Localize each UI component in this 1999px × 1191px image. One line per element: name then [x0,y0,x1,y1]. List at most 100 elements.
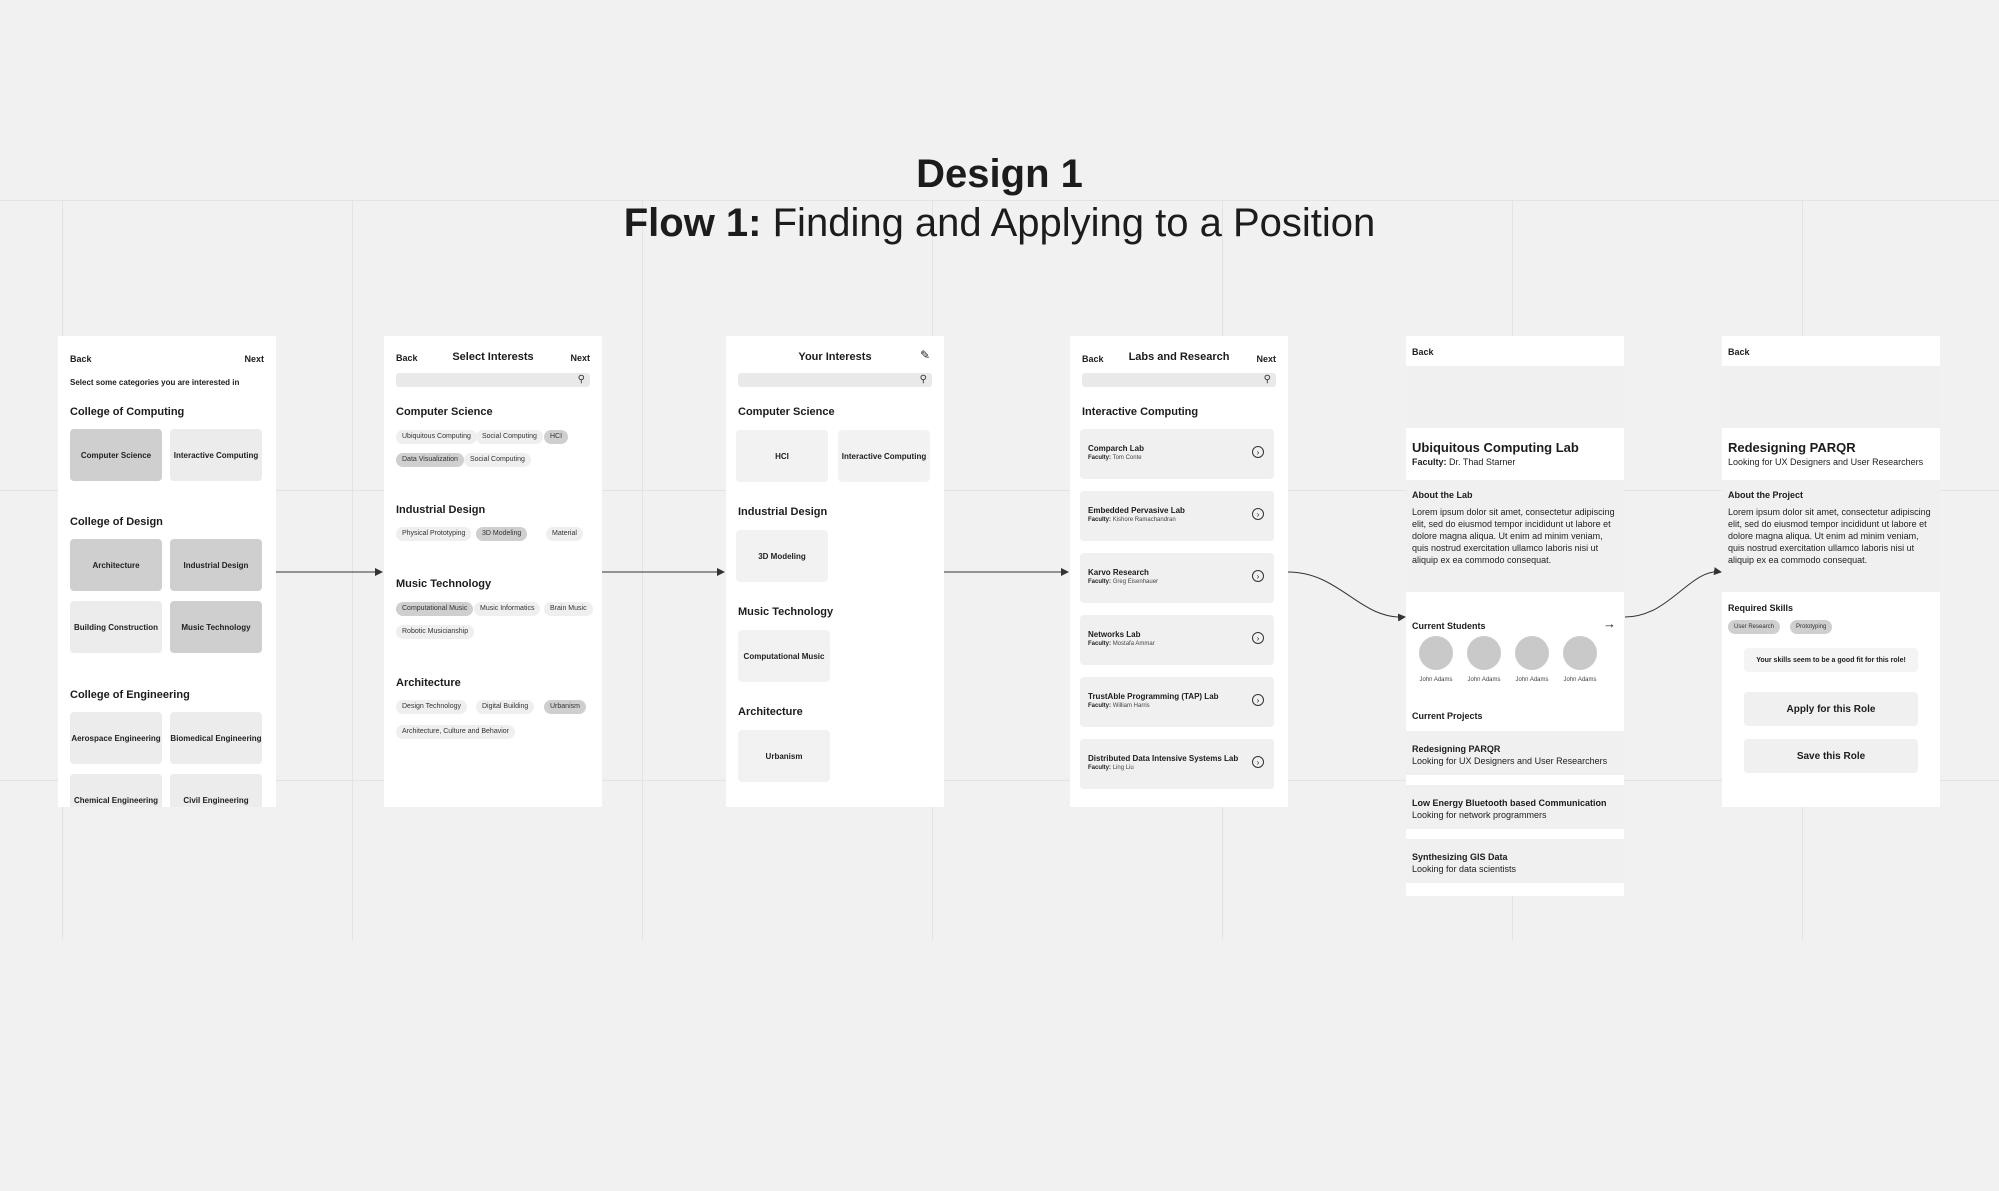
screen-project-detail: Back Redesigning PARQR Looking for UX De… [1722,336,1940,807]
category-card[interactable]: Civil Engineering [170,774,262,807]
interest-card[interactable]: Computational Music [738,630,830,682]
interest-card[interactable]: Interactive Computing [838,430,930,482]
interest-card[interactable]: 3D Modeling [736,530,828,582]
category-card[interactable]: Architecture [70,539,162,591]
interest-chip[interactable]: Brain Music [544,602,593,616]
chevron-right-icon[interactable]: › [1252,570,1264,582]
avatar[interactable] [1467,636,1501,670]
interest-chip[interactable]: Physical Prototyping [396,527,472,541]
avatar[interactable] [1563,636,1597,670]
category-card[interactable]: Interactive Computing [170,429,262,481]
chevron-right-icon[interactable]: › [1252,632,1264,644]
search-input[interactable]: ⚲ [396,373,590,387]
save-role-button[interactable]: Save this Role [1744,739,1918,773]
interest-chip[interactable]: Material [546,527,583,541]
category-card[interactable]: Computer Science [70,429,162,481]
category-prompt: Select some categories you are intereste… [70,378,240,387]
search-input[interactable]: ⚲ [1082,373,1276,387]
next-button[interactable]: Next [1256,354,1276,364]
lab-name: Distributed Data Intensive Systems Lab [1088,754,1239,763]
interest-card[interactable]: Urbanism [738,730,830,782]
lab-faculty: Faculty: Greg Eisenhauer [1088,579,1158,585]
interest-chip[interactable]: Data Visualization [396,453,464,467]
lab-name: Embedded Pervasive Lab [1088,506,1185,515]
arrow-4-5 [1287,571,1406,622]
category-card[interactable]: Chemical Engineering [70,774,162,807]
interest-chip[interactable]: Social Computing [464,453,531,467]
interest-chip[interactable]: Design Technology [396,700,468,714]
avatar[interactable] [1419,636,1453,670]
section-title: Architecture [396,677,461,689]
arrow-5-6 [1624,567,1722,618]
faculty-label: Faculty: [1088,641,1112,647]
lab-banner-image [1406,366,1624,428]
interest-chip[interactable]: Music Informatics [474,602,541,616]
search-icon: ⚲ [919,374,927,385]
lab-name: Ubiquitous Computing Lab [1412,440,1579,455]
next-button[interactable]: Next [244,354,264,364]
interest-chip[interactable]: Urbanism [544,700,586,714]
category-card[interactable]: Music Technology [170,601,262,653]
interest-chip[interactable]: Ubiquitous Computing [396,430,477,444]
category-card[interactable]: Building Construction [70,601,162,653]
interest-chip[interactable]: Architecture, Culture and Behavior [396,725,515,739]
faculty-name: Greg Eisenhauer [1112,579,1159,585]
about-title: About the Project [1728,490,1804,500]
search-input[interactable]: ⚲ [738,373,932,387]
section-title: Industrial Design [396,504,486,516]
interest-card[interactable]: HCI [736,430,828,482]
chevron-right-icon[interactable]: › [1252,694,1264,706]
interest-chip[interactable]: Digital Building [476,700,535,714]
project-name: Redesigning PARQR [1412,744,1501,754]
student-name: John Adams [1515,677,1549,683]
arrow-right-icon[interactable]: → [1603,616,1616,631]
project-card[interactable]: Low Energy Bluetooth based Communication… [1406,785,1624,829]
chevron-right-icon[interactable]: › [1252,756,1264,768]
lab-faculty: Faculty: William Harris [1088,703,1150,709]
screen-title: Your Interests [798,351,872,363]
lab-faculty: Faculty: Tom Conte [1088,455,1142,461]
lab-name: Karvo Research [1088,568,1149,577]
pencil-icon[interactable]: ✎ [919,348,930,362]
section-title: College of Engineering [70,689,190,701]
faculty-label: Faculty: [1088,579,1112,585]
back-button[interactable]: Back [1412,347,1434,357]
faculty-label: Faculty: [1088,703,1112,709]
next-button[interactable]: Next [570,353,590,363]
category-card[interactable]: Industrial Design [170,539,262,591]
interest-chip[interactable]: Computational Music [396,602,474,616]
interest-chip[interactable]: Social Computing [476,430,543,444]
back-button[interactable]: Back [396,353,418,363]
screen-select-categories: Back Next Select some categories you are… [58,336,276,807]
project-desc: Looking for data scientists [1412,864,1517,874]
project-name: Synthesizing GIS Data [1412,852,1508,862]
about-section: About the Project Lorem ipsum dolor sit … [1722,480,1940,592]
back-button[interactable]: Back [1728,347,1750,357]
category-card[interactable]: Aerospace Engineering [70,712,162,764]
interest-chip[interactable]: 3D Modeling [476,527,528,541]
student-name: John Adams [1467,677,1501,683]
screen-title: Select Interests [452,351,534,363]
chevron-right-icon[interactable]: › [1252,508,1264,520]
lab-faculty: Faculty: Ling Liu [1088,765,1134,771]
interest-chip[interactable]: Robotic Musicianship [396,625,475,639]
back-button[interactable]: Back [1082,354,1104,364]
avatar[interactable] [1515,636,1549,670]
back-button[interactable]: Back [70,354,92,364]
category-card[interactable]: Biomedical Engineering [170,712,262,764]
project-desc: Looking for network programmers [1412,810,1547,820]
chevron-right-icon[interactable]: › [1252,446,1264,458]
interest-chip[interactable]: HCI [544,430,569,444]
student-name: John Adams [1563,677,1597,683]
canvas-grid [0,200,1999,940]
search-icon: ⚲ [577,374,585,385]
apply-button[interactable]: Apply for this Role [1744,692,1918,726]
